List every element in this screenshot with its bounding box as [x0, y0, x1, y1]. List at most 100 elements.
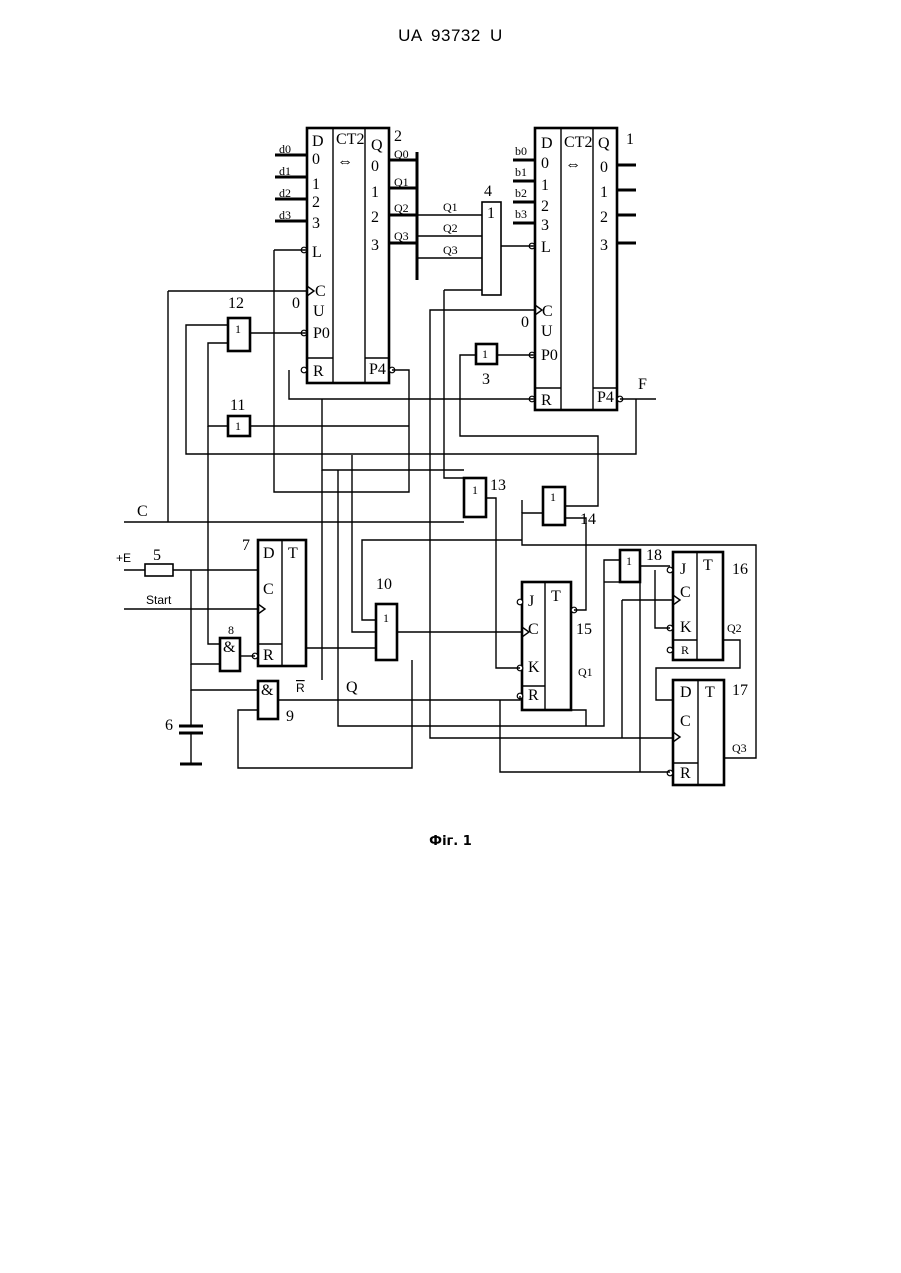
counter-1-input-label: b1: [515, 165, 527, 179]
counter-2-direction-arrow: ⇔: [337, 153, 353, 170]
flipflop-15-pin-label: R: [528, 687, 539, 704]
gate-9-ref: 9: [286, 708, 294, 725]
gate-12-ref: 12: [228, 295, 244, 312]
counter-1-pin-label: 2: [541, 198, 549, 215]
gate-3-ref: 3: [482, 371, 490, 388]
flipflop-17-pin-label: R: [680, 765, 691, 782]
gate-14: 1 14: [543, 487, 596, 528]
counter-1-pin-label: P0: [541, 347, 558, 364]
gate-10-symbol: 1: [383, 611, 389, 625]
counter-2-input-label: d1: [279, 164, 291, 178]
output-f-label: F: [638, 376, 647, 393]
flipflop-15-pin-label: C: [528, 621, 539, 638]
counter-2-pin-label: 0: [312, 151, 320, 168]
flipflop-16-pin-label: K: [680, 619, 692, 636]
flipflop-15: J C K R T 15 Q1: [517, 582, 592, 710]
gate-4-input-label: Q3: [443, 243, 458, 257]
counter-2-pin-label: 1: [312, 176, 320, 193]
gate-13-symbol: 1: [472, 483, 478, 497]
flipflop-17-ref: 17: [732, 682, 748, 699]
counter-2-pin-label: U: [313, 303, 325, 320]
gate-8: & 8: [220, 623, 240, 671]
flipflop-15-pin-label: K: [528, 659, 540, 676]
gate-18-ref: 18: [646, 547, 662, 564]
gate-3: 1 3: [476, 344, 497, 388]
wiring: [168, 215, 756, 772]
flipflop-16-pin-label: C: [680, 584, 691, 601]
gate-9-symbol: &: [261, 682, 274, 699]
flipflop-16-type: T: [703, 557, 713, 574]
counter-2-pin-label: 2: [371, 209, 379, 226]
counter-2-pin-label: 1: [371, 184, 379, 201]
counter-1-pin-label: D: [541, 135, 553, 152]
gate-12: 1 12: [228, 295, 250, 351]
gate-10-ref: 10: [376, 576, 392, 593]
flipflop-17: D C R T 17 Q3: [667, 680, 748, 785]
gate-4-ref: 4: [484, 183, 492, 200]
counter-2-output-label: Q1: [394, 175, 409, 189]
capacitor-6: 6: [165, 690, 203, 764]
flipflop-17-type: T: [705, 684, 715, 701]
flipflop-16-pin-label: R: [681, 643, 689, 657]
flipflop-7-type: T: [288, 545, 298, 562]
counter-1-input-label: b3: [515, 207, 527, 221]
signal-labels: Start C F Q R: [124, 376, 656, 696]
counter-2-u-input: 0: [292, 295, 300, 312]
flipflop-7-pin-label: C: [263, 581, 274, 598]
counter-2-ref: 2: [394, 128, 402, 145]
counter-1-type: CT2: [564, 134, 592, 151]
counter-2-pin-label: C: [315, 283, 326, 300]
counter-2-output-label: Q2: [394, 201, 409, 215]
flipflop-16-pin-label: J: [680, 561, 686, 578]
counter-2-pin-label: 0: [371, 158, 379, 175]
counter-2-output-label: Q0: [394, 147, 409, 161]
gate-11-ref: 11: [230, 397, 245, 414]
counter-1-u-input: 0: [521, 314, 529, 331]
gate-4-input-label: Q2: [443, 221, 458, 235]
gate-11: 1 11: [228, 397, 250, 436]
gate-18-symbol: 1: [626, 554, 632, 568]
counter-2-input-label: d3: [279, 208, 291, 222]
counter-1-pin-label: 1: [541, 177, 549, 194]
resistor-5-ref: 5: [153, 547, 161, 564]
flipflop-16-ref: 16: [732, 561, 748, 578]
q-label: Q: [346, 679, 358, 696]
gate-9: & 9: [258, 681, 294, 725]
start-label: Start: [146, 593, 172, 607]
flipflop-15-output: Q1: [578, 665, 593, 679]
resistor-5: 5 +E: [116, 547, 258, 576]
counter-1-pin-label: Q: [598, 135, 610, 152]
counter-2: D 0 1 2 3 L C U P0 R CT2 ⇔ Q 0 1 2 3 P4 …: [275, 128, 417, 383]
gate-4-symbol: 1: [487, 205, 495, 222]
counter-2-type: CT2: [336, 131, 364, 148]
counter-1-pin-label: C: [542, 303, 553, 320]
counter-2-pin-label: R: [313, 363, 324, 380]
gate-13: 1 13: [464, 477, 506, 517]
counter-2-pin-label: 2: [312, 194, 320, 211]
counter-1-pin-label: L: [541, 239, 551, 256]
flipflop-15-ref: 15: [576, 621, 592, 638]
counter-1-pin-label: U: [541, 323, 553, 340]
flipflop-7-pin-label: D: [263, 545, 275, 562]
flipflop-17-output: Q3: [732, 741, 747, 755]
counter-2-pin-label: 3: [312, 215, 320, 232]
gate-11-symbol: 1: [235, 419, 241, 433]
counter-1-pin-label: R: [541, 392, 552, 409]
flipflop-16-output: Q2: [727, 621, 742, 635]
r-bar-label: R: [296, 681, 305, 695]
counter-1-direction-arrow: ⇔: [565, 156, 581, 173]
counter-2-pin-label: L: [312, 244, 322, 261]
gate-4-input-label: Q1: [443, 200, 458, 214]
flipflop-16: J C K R T 16 Q2: [667, 552, 748, 660]
flipflop-7-pin-label: R: [263, 647, 274, 664]
counter-2-pin-label: Q: [371, 137, 383, 154]
flipflop-15-pin-label: J: [528, 593, 534, 610]
gate-13-ref: 13: [490, 477, 506, 494]
gate-10: 1 10: [376, 576, 397, 660]
counter-2-pin-label: D: [312, 133, 324, 150]
flipflop-7-ref: 7: [242, 537, 250, 554]
capacitor-6-ref: 6: [165, 717, 173, 734]
flipflop-7: D C R T 7: [242, 537, 306, 666]
gate-12-symbol: 1: [235, 322, 241, 336]
